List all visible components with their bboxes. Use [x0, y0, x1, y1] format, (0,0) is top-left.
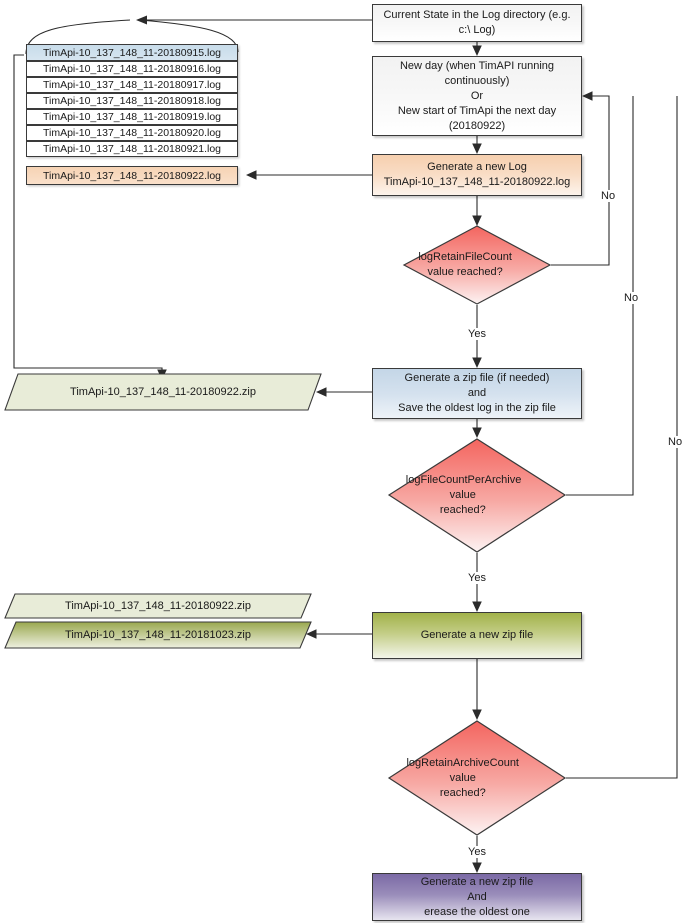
- node-archive-single[interactable]: TimApi-10_137_148_11-20180922.zip: [4, 372, 322, 412]
- log-file-name: TimApi-10_137_148_11-20180915.log: [42, 46, 222, 59]
- log-file-name: TimApi-10_137_148_11-20180917.log: [42, 79, 222, 91]
- edge-label-yes-3: Yes: [467, 846, 487, 858]
- log-file-name: TimApi-10_137_148_11-20180920.log: [42, 127, 222, 139]
- wire-decision3-no: [566, 96, 678, 779]
- list-item-log-new[interactable]: TimApi-10_137_148_11-20180922.log: [26, 166, 238, 185]
- list-item-log-6[interactable]: TimApi-10_137_148_11-20180921.log: [26, 141, 238, 157]
- arrowhead-archivestack: [306, 629, 317, 639]
- node-generate-zip-if-needed[interactable]: Generate a zip file (if needed) and Save…: [372, 368, 582, 419]
- arrowhead-generatelog: [472, 143, 482, 154]
- arrowhead-newfile: [246, 170, 257, 180]
- node-new-day-line4: New start of TimApi the next day: [397, 104, 557, 117]
- arrowhead-zipbox: [472, 357, 482, 368]
- list-item-log-1[interactable]: TimApi-10_137_148_11-20180916.log: [26, 61, 238, 77]
- wire-decision2-no: [566, 96, 634, 496]
- edge-label-no-3: No: [667, 436, 684, 448]
- node-new-day-line1: New day (when TimAPI running: [399, 59, 555, 72]
- wire-oldestlog-to-archive: [13, 54, 163, 372]
- node-erase-line1: Generate a new zip file: [420, 875, 534, 888]
- node-erase-line2: And: [467, 890, 487, 903]
- node-generate-log[interactable]: Generate a new Log TimApi-10_137_148_11-…: [372, 154, 582, 196]
- list-item-log-5[interactable]: TimApi-10_137_148_11-20180920.log: [26, 125, 238, 141]
- node-decision-log-file-count-per-archive[interactable]: logFileCountPerArchive value reached?: [387, 438, 567, 553]
- log-file-name: TimApi-10_137_148_11-20180921.log: [42, 143, 222, 155]
- node-new-day[interactable]: New day (when TimAPI running continuousl…: [372, 56, 582, 136]
- log-file-name: TimApi-10_137_148_11-20180919.log: [42, 111, 222, 123]
- list-item-log-3[interactable]: TimApi-10_137_148_11-20180918.log: [26, 93, 238, 109]
- arrowhead-archive: [316, 387, 327, 397]
- arrowhead-no1: [582, 91, 593, 101]
- arrowhead-greenbox: [472, 601, 482, 612]
- node-zip-line2: and: [467, 387, 487, 399]
- list-item-log-0[interactable]: TimApi-10_137_148_11-20180915.log: [26, 44, 238, 61]
- arrowhead-newday: [472, 45, 482, 56]
- node-zip-line3: Save the oldest log in the zip file: [398, 402, 556, 414]
- node-current-state[interactable]: Current State in the Log directory (e.g.…: [372, 4, 582, 42]
- arrowhead-purplebox: [472, 862, 482, 873]
- node-decision-log-retain-archive-count[interactable]: logRetainArchiveCount value reached?: [387, 720, 567, 836]
- node-generate-log-line2: TimApi-10_137_148_11-20180922.log: [383, 176, 571, 188]
- node-generate-log-line1: Generate a new Log: [427, 161, 527, 173]
- node-new-day-line2: continuously): [444, 74, 510, 87]
- node-archive-stack-1[interactable]: TimApi-10_137_148_11-20181023.zip: [4, 620, 312, 650]
- log-file-name: TimApi-10_137_148_11-20180918.log: [42, 95, 222, 107]
- node-generate-new-zip-erase[interactable]: Generate a new zip file And erease the o…: [372, 873, 582, 921]
- list-item-log-4[interactable]: TimApi-10_137_148_11-20180919.log: [26, 109, 238, 125]
- arrowhead-decision3: [472, 709, 482, 720]
- wire-decision1-no: [551, 95, 610, 266]
- edge-label-no-2: No: [623, 292, 640, 304]
- log-file-name: TimApi-10_137_148_11-20180916.log: [42, 63, 222, 75]
- list-item-log-2[interactable]: TimApi-10_137_148_11-20180917.log: [26, 77, 238, 93]
- node-decision-log-retain-file-count[interactable]: logRetainFileCount value reached?: [402, 225, 552, 305]
- node-zip-line1: Generate a zip file (if needed): [404, 372, 550, 384]
- edge-label-yes-1: Yes: [467, 328, 487, 340]
- node-archive-stack-0[interactable]: TimApi-10_137_148_11-20180922.zip: [4, 592, 312, 620]
- node-new-day-line5: (20180922): [448, 119, 506, 132]
- arrowhead-brace: [136, 15, 147, 25]
- node-erase-line3: erease the oldest one: [424, 905, 530, 918]
- node-current-state-label: Current State in the Log directory (e.g.…: [383, 9, 571, 36]
- edge-label-yes-2: Yes: [467, 572, 487, 584]
- arrowhead-decision2: [472, 427, 482, 438]
- node-generate-new-zip-label: Generate a new zip file: [420, 629, 534, 641]
- arrowhead-decision1: [472, 215, 482, 226]
- node-new-day-line3: Or: [470, 89, 484, 102]
- log-file-name: TimApi-10_137_148_11-20180922.log: [42, 169, 222, 182]
- node-generate-new-zip[interactable]: Generate a new zip file: [372, 612, 582, 659]
- edge-label-no-1: No: [600, 190, 617, 202]
